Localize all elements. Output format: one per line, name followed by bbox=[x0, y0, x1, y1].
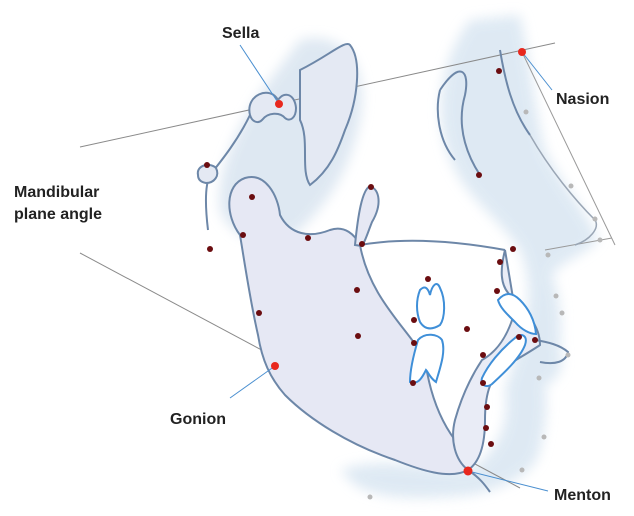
coronoid-outline bbox=[355, 186, 379, 246]
soft-tissue-point bbox=[537, 376, 542, 381]
landmark-point bbox=[411, 317, 417, 323]
soft-tissue-point bbox=[520, 468, 525, 473]
landmark-point bbox=[480, 352, 486, 358]
soft-tissue-point bbox=[593, 217, 598, 222]
landmark-point bbox=[464, 326, 470, 332]
soft-tissue-point bbox=[546, 253, 551, 258]
menton-label: Menton bbox=[554, 487, 611, 504]
gonion-point bbox=[271, 362, 279, 370]
sella-label: Sella bbox=[222, 25, 259, 42]
landmark-point bbox=[480, 380, 486, 386]
landmark-point bbox=[359, 241, 365, 247]
landmark-point bbox=[207, 246, 213, 252]
mandibular-angle-label-line2: plane angle bbox=[14, 206, 102, 223]
landmark-point bbox=[368, 184, 374, 190]
menton-point bbox=[464, 467, 473, 476]
soft-tissue-point bbox=[569, 184, 574, 189]
landmark-point bbox=[476, 172, 482, 178]
soft-tissue-point bbox=[542, 435, 547, 440]
soft-tissue-point bbox=[598, 238, 603, 243]
soft-tissue-point bbox=[566, 353, 571, 358]
landmark-point bbox=[532, 337, 538, 343]
soft-tissue-point bbox=[524, 110, 529, 115]
landmark-point bbox=[305, 235, 311, 241]
landmark-point bbox=[249, 194, 255, 200]
landmark-point bbox=[483, 425, 489, 431]
nasion-label: Nasion bbox=[556, 91, 609, 108]
landmark-point bbox=[496, 68, 502, 74]
gonion-label: Gonion bbox=[170, 411, 226, 428]
soft-tissue-point bbox=[368, 495, 373, 500]
landmark-point bbox=[256, 310, 262, 316]
landmark-point bbox=[516, 334, 522, 340]
soft-tissue-point bbox=[560, 311, 565, 316]
landmark-point bbox=[355, 333, 361, 339]
anterior-clinoid-outline bbox=[300, 44, 357, 185]
landmark-point bbox=[410, 380, 416, 386]
upper-molar-outline bbox=[417, 284, 444, 328]
landmark-point bbox=[497, 259, 503, 265]
gonion-leader bbox=[230, 366, 275, 398]
landmark-point bbox=[494, 288, 500, 294]
landmark-point bbox=[204, 162, 210, 168]
landmark-point bbox=[240, 232, 246, 238]
landmark-point bbox=[488, 441, 494, 447]
mandibular-angle-label-line1: Mandibular bbox=[14, 184, 99, 201]
landmark-point bbox=[411, 340, 417, 346]
landmark-point bbox=[354, 287, 360, 293]
soft-tissue-point bbox=[554, 294, 559, 299]
sella-point bbox=[275, 100, 283, 108]
landmark-point bbox=[510, 246, 516, 252]
palatal-outline bbox=[360, 241, 505, 250]
nasion-point bbox=[518, 48, 526, 56]
landmark-point bbox=[484, 404, 490, 410]
landmark-point bbox=[425, 276, 431, 282]
